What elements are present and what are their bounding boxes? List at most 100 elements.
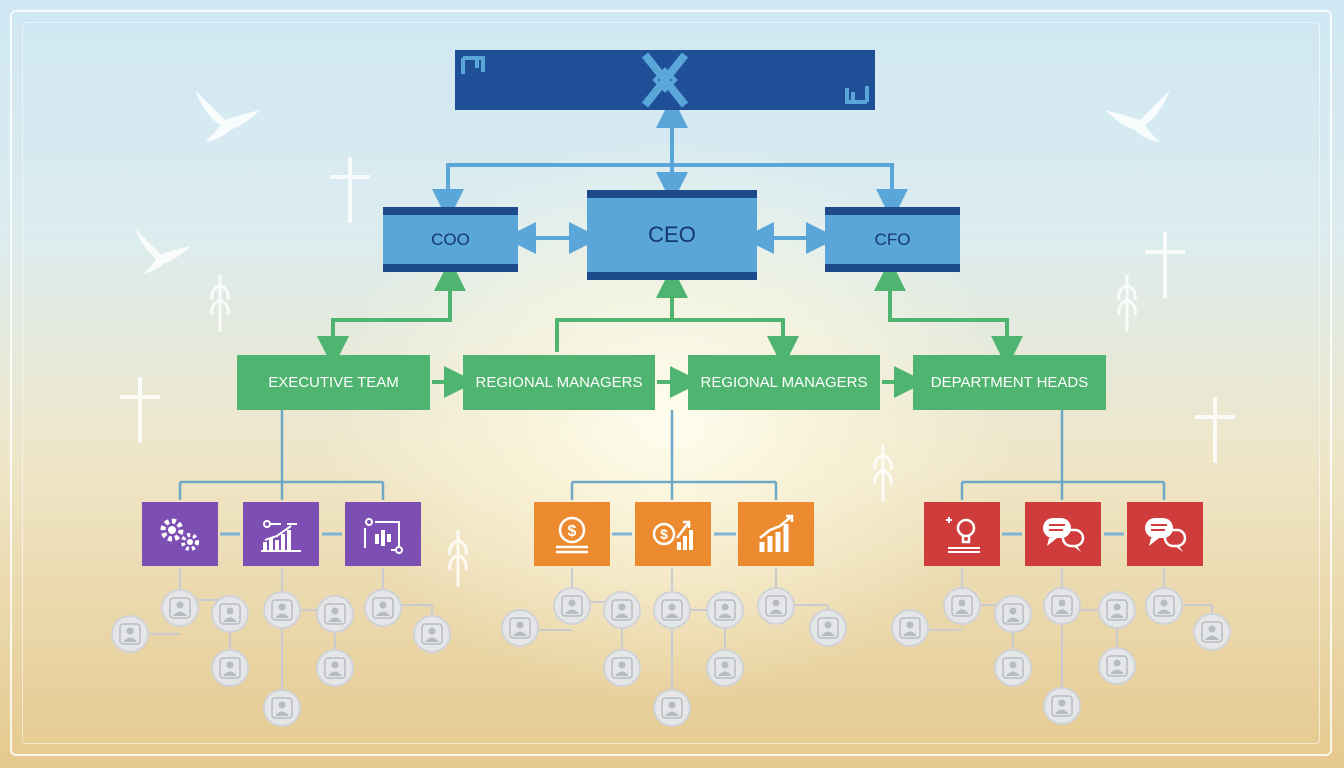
person-icon [714,657,736,679]
cross-icon [1145,232,1185,298]
team-box-regional-1[interactable]: REGIONAL MANAGERS [463,355,655,410]
chat-bubbles-icon [1043,518,1085,552]
person-avatar[interactable] [316,649,354,687]
person-icon [1002,657,1024,679]
person-icon [219,657,241,679]
organization-banner [455,50,875,110]
wheat-icon [1117,275,1137,332]
person-avatar[interactable] [653,689,691,727]
dollar-growth-icon: $ [652,520,693,550]
team-box-executive[interactable]: EXECUTIVE TEAM [237,355,430,410]
person-icon [1201,621,1223,643]
person-icon [324,603,346,625]
ornamental-frame-inner [22,22,1320,744]
person-icon [899,617,921,639]
person-icon [951,595,973,617]
tile-chat-1[interactable] [1025,502,1101,566]
person-icon [611,657,633,679]
person-avatar[interactable] [943,587,981,625]
person-avatar[interactable] [413,615,451,653]
person-avatar[interactable] [603,649,641,687]
person-avatar[interactable] [994,595,1032,633]
team-label: REGIONAL MANAGERS [475,374,643,391]
person-avatar[interactable] [553,587,591,625]
person-avatar[interactable] [211,649,249,687]
person-avatar[interactable] [1098,647,1136,685]
dove-icon [1105,90,1170,142]
analytics-chart-icon [261,520,301,552]
team-label: EXECUTIVE TEAM [268,374,399,391]
person-avatar[interactable] [1145,587,1183,625]
person-avatar[interactable] [1043,587,1081,625]
person-avatar[interactable] [316,595,354,633]
person-avatar[interactable] [111,615,149,653]
svg-text:$: $ [660,526,668,542]
person-icon [561,595,583,617]
cross-icon [330,157,370,223]
tile-workflow[interactable] [345,502,421,566]
tile-bar-chart[interactable] [738,502,814,566]
person-icon [1002,603,1024,625]
person-avatar[interactable] [706,649,744,687]
team-box-regional-2[interactable]: REGIONAL MANAGERS [688,355,880,410]
person-icon [1153,595,1175,617]
gears-icon [160,518,199,551]
person-avatar[interactable] [809,609,847,647]
tile-chat-2[interactable] [1127,502,1203,566]
ceo-box[interactable]: CEO [587,190,757,280]
person-icon [119,623,141,645]
tile-dollar-growth[interactable]: $ [635,502,711,566]
person-icon [1106,599,1128,621]
person-icon [611,599,633,621]
person-avatar[interactable] [757,587,795,625]
ceo-label: CEO [648,222,696,247]
person-avatar[interactable] [1193,613,1231,651]
person-icon [169,597,191,619]
person-avatar[interactable] [653,591,691,629]
team-label: REGIONAL MANAGERS [700,374,868,391]
person-avatar[interactable] [263,591,301,629]
bar-chart-icon [759,514,794,552]
dollar-icon: $ [556,516,588,554]
person-icon [421,623,443,645]
ornamental-frame [10,10,1332,756]
person-avatar[interactable] [1043,687,1081,725]
person-avatar[interactable] [364,589,402,627]
team-box-department[interactable]: DEPARTMENT HEADS [913,355,1106,410]
person-icon [219,603,241,625]
person-icon [714,599,736,621]
person-avatar[interactable] [263,689,301,727]
dove-icon [195,90,260,142]
person-avatar[interactable] [501,609,539,647]
tile-lightbulb[interactable] [924,502,1000,566]
wheat-icon [210,275,230,332]
person-icon [271,599,293,621]
chat-bubbles-icon [1145,518,1187,552]
person-avatar[interactable] [706,591,744,629]
workflow-icon [364,518,403,554]
coo-box[interactable]: COO [383,207,518,272]
coo-label: COO [431,229,470,249]
person-avatar[interactable] [161,589,199,627]
person-icon [509,617,531,639]
cfo-box[interactable]: CFO [825,207,960,272]
person-avatar[interactable] [891,609,929,647]
cfo-label: CFO [874,229,911,249]
person-avatar[interactable] [603,591,641,629]
team-label: DEPARTMENT HEADS [930,374,1089,391]
svg-text:$: $ [568,523,577,540]
person-icon [271,697,293,719]
person-avatar[interactable] [1098,591,1136,629]
person-icon [1051,595,1073,617]
wheat-icon [448,530,468,587]
tile-gears[interactable] [142,502,218,566]
person-icon [661,599,683,621]
tile-dollar[interactable]: $ [534,502,610,566]
person-icon [765,595,787,617]
person-icon [1106,655,1128,677]
person-icon [817,617,839,639]
tile-analytics[interactable] [243,502,319,566]
person-avatar[interactable] [211,595,249,633]
person-avatar[interactable] [994,649,1032,687]
